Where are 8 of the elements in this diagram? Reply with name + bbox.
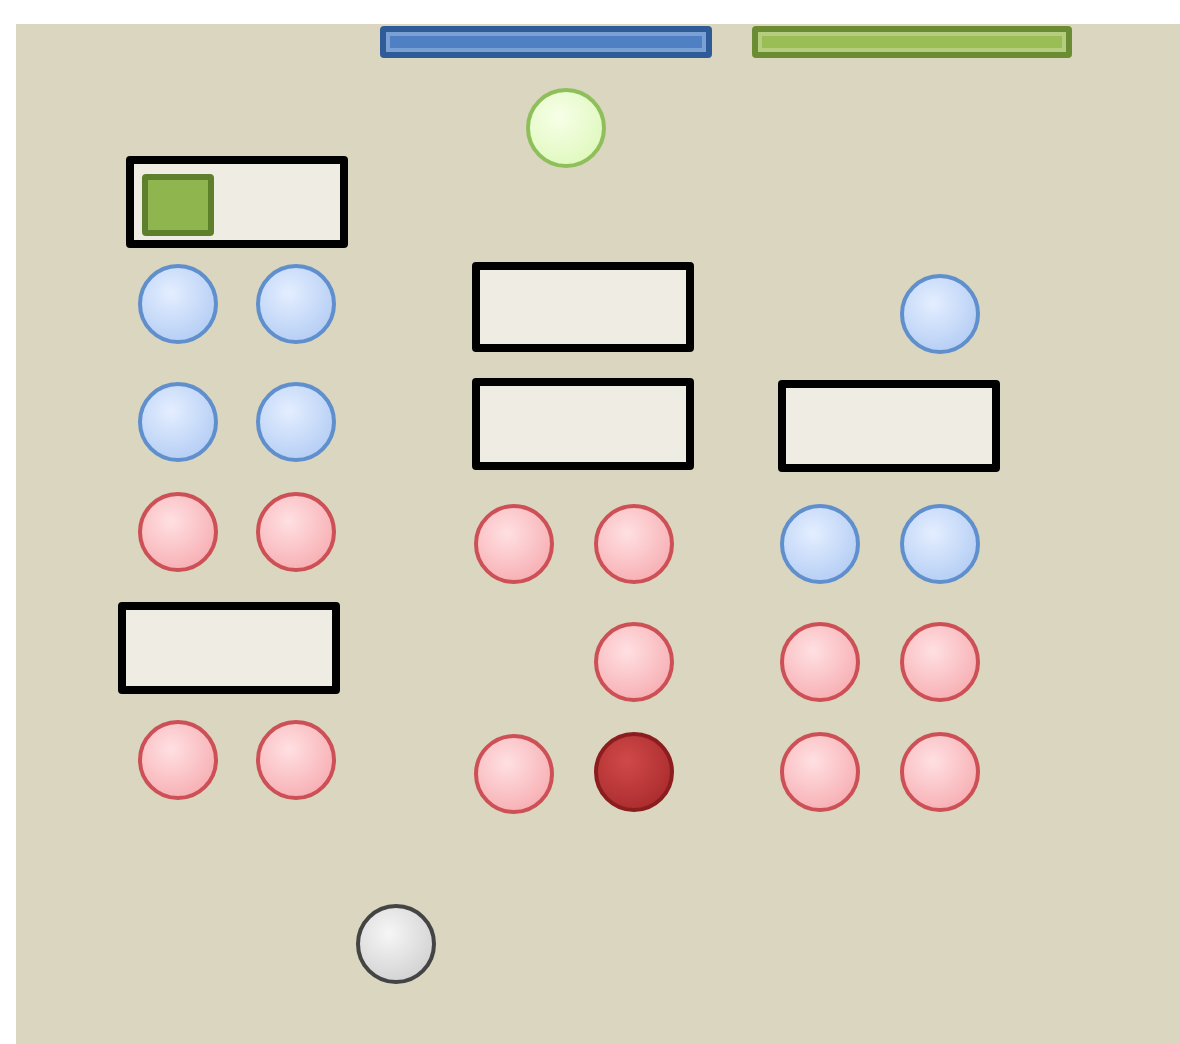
bar-node	[752, 26, 1072, 58]
rectangle-node	[142, 174, 214, 236]
rectangle-node	[118, 602, 340, 694]
rectangle-node	[126, 156, 348, 248]
bar-node	[380, 26, 712, 58]
rectangle-node	[472, 378, 694, 470]
rectangle-node	[778, 380, 1000, 472]
rectangle-node	[472, 262, 694, 352]
